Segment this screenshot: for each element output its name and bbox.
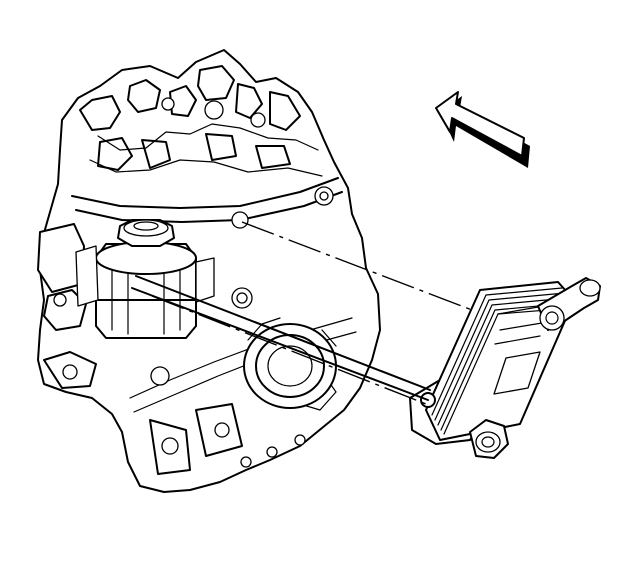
direction-arrow bbox=[435, 91, 530, 168]
oil-cooler bbox=[409, 277, 601, 459]
alignment-lines bbox=[131, 221, 473, 405]
oil-filter-housing bbox=[75, 219, 215, 339]
oil-cooler-label-plate bbox=[493, 351, 541, 395]
alignment-line-upper bbox=[241, 221, 473, 311]
